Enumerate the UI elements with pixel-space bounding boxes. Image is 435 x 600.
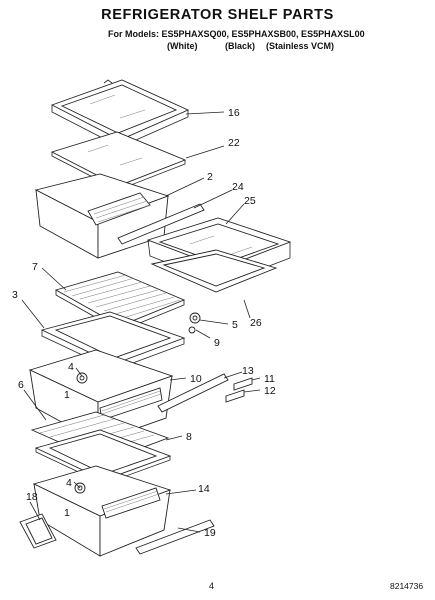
- callout-26: 26: [250, 317, 262, 329]
- color-label-black: (Black): [225, 41, 256, 51]
- document-number: 8214736: [390, 581, 424, 591]
- callout-16: 16: [228, 107, 240, 119]
- callout-10: 10: [190, 373, 202, 385]
- callout-12: 12: [264, 385, 276, 397]
- page-number: 4: [209, 581, 215, 591]
- callout-3: 3: [12, 289, 18, 301]
- models-line: For Models: ES5PHAXSQ00, ES5PHAXSB00, ES…: [108, 29, 365, 39]
- callout-1a: 1: [64, 389, 70, 401]
- callout-5: 5: [232, 319, 238, 331]
- callout-18: 18: [26, 491, 38, 503]
- part-control-knob-4: [76, 372, 88, 384]
- color-label-stainless: (Stainless VCM): [266, 41, 335, 51]
- callout-8: 8: [186, 431, 192, 443]
- callout-4b: 4: [66, 477, 72, 489]
- callout-4a: 4: [68, 361, 74, 373]
- color-label-white: (White): [167, 41, 198, 51]
- callout-14: 14: [198, 483, 210, 495]
- callout-7: 7: [32, 261, 38, 273]
- part-drawer-14: [32, 465, 172, 557]
- leader-lines: [21, 111, 261, 533]
- callout-22: 22: [228, 137, 240, 149]
- part-frame-26: [150, 249, 278, 293]
- part-washer-9: [188, 326, 196, 334]
- part-shelf-frame-16: [50, 79, 190, 148]
- callout-9: 9: [214, 337, 220, 349]
- callout-19: 19: [204, 527, 216, 539]
- callout-11: 11: [264, 373, 275, 385]
- page-title: REFRIGERATOR SHELF PARTS: [101, 7, 334, 23]
- part-rail-24: [117, 203, 205, 245]
- part-crisper-drawer-2: [34, 173, 170, 259]
- part-slide-12: [225, 389, 245, 403]
- part-slide-11: [233, 377, 253, 391]
- callout-6: 6: [18, 379, 24, 391]
- part-label-18: [19, 513, 57, 549]
- callout-24: 24: [232, 181, 244, 193]
- callout-13: 13: [242, 365, 254, 377]
- part-rail-13: [157, 373, 229, 413]
- part-screw-5: [189, 312, 201, 324]
- callout-1b: 1: [64, 507, 70, 519]
- callout-25: 25: [244, 195, 256, 207]
- callout-2: 2: [207, 171, 213, 183]
- part-ribbed-shelf-7: [54, 271, 186, 332]
